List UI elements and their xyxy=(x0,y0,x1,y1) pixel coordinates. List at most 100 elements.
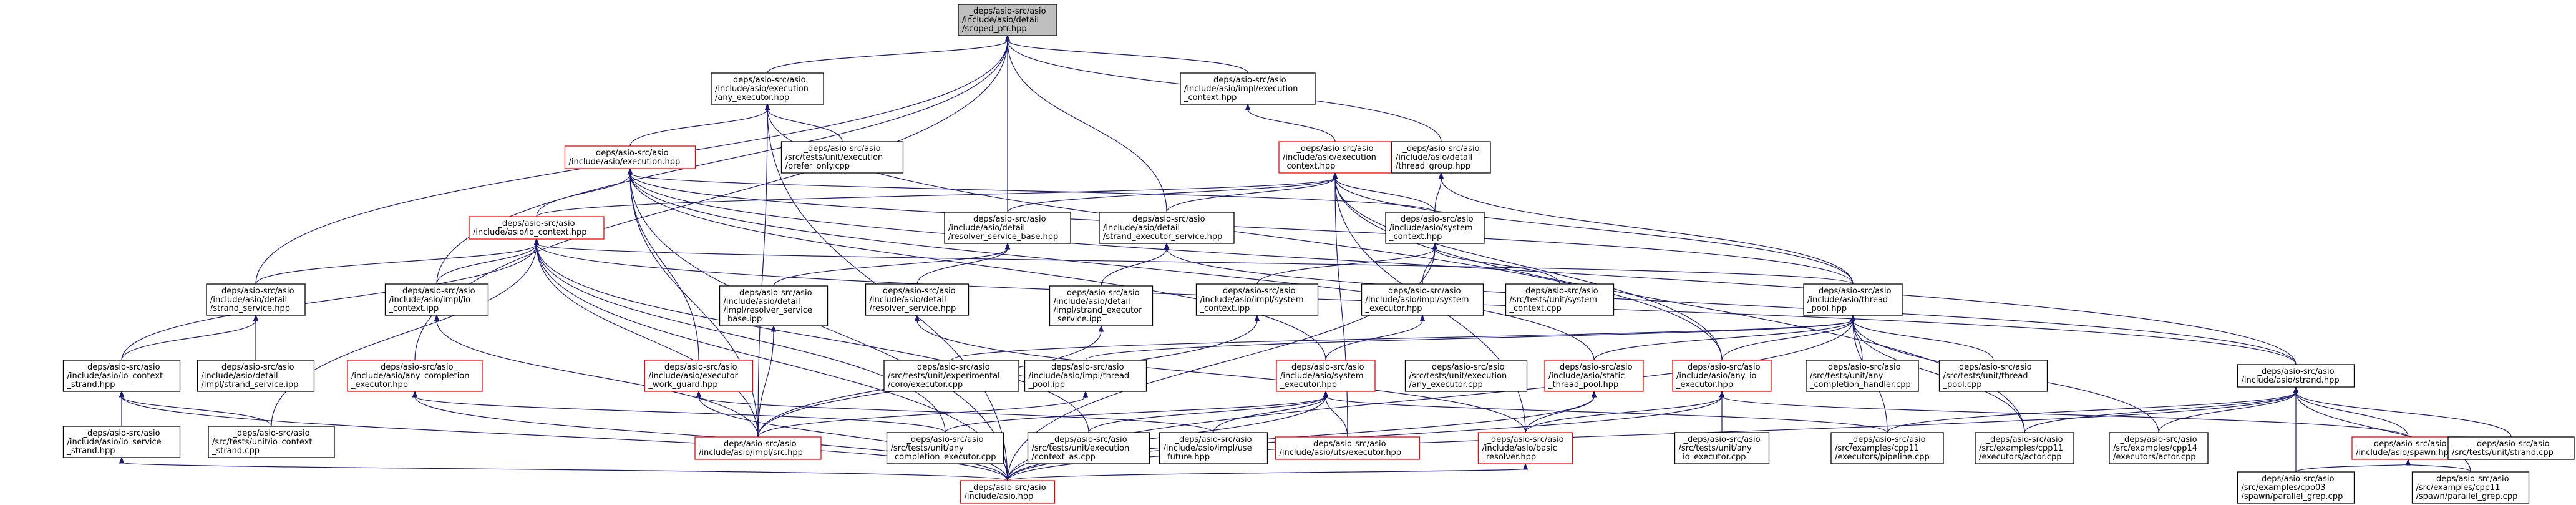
node-ex-pipeline[interactable]: _deps/asio-src/asio/src/examples/cpp11/e… xyxy=(1830,432,1944,464)
node-label-line: _pool.cpp xyxy=(1943,380,1982,390)
node-label-line: /include/asio/uts/executor.hpp xyxy=(1280,448,1402,458)
node-exec-ctx-impl[interactable]: _deps/asio-src/asio/include/asio/impl/ex… xyxy=(1180,72,1316,105)
node-box xyxy=(62,426,181,458)
node-label-line: /include/asio/detail xyxy=(1396,153,1472,162)
node-box xyxy=(2109,432,2209,464)
node-asio-hpp[interactable]: _deps/asio-src/asio/include/asio.hpp xyxy=(960,480,1056,504)
node-label-line: _deps/asio-src/asio xyxy=(803,144,880,154)
node-label-line: /include/asio/static xyxy=(1548,371,1625,381)
node-label-line: _deps/asio-src/asio xyxy=(1174,435,1252,444)
node-label-line: _deps/asio-src/asio xyxy=(734,288,812,298)
node-impl-strand-service[interactable]: _deps/asio-src/asio/include/asio/detail/… xyxy=(197,360,315,392)
node-box xyxy=(644,360,754,392)
node-label-line: /src/examples/cpp14 xyxy=(2113,444,2197,453)
edge-execution-to-static-thread-pool xyxy=(627,167,1595,361)
node-impl-io-context[interactable]: _deps/asio-src/asio/include/asio/impl/io… xyxy=(384,283,489,316)
node-any-executor[interactable]: _deps/asio-src/asio/include/asio/executi… xyxy=(711,72,824,105)
node-any-completion-executor[interactable]: _deps/asio-src/asio/include/asio/any_com… xyxy=(347,360,483,392)
node-resolver-service[interactable]: _deps/asio-src/asio/include/asio/detail/… xyxy=(865,283,970,316)
node-label-line: /include/asio/detail xyxy=(210,295,287,305)
node-label-line: _deps/asio-src/asio xyxy=(1062,288,1139,298)
node-label-line: _deps/asio-src/asio xyxy=(968,7,1046,16)
node-box xyxy=(780,141,904,174)
node-impl-system-context[interactable]: _deps/asio-src/asio/include/asio/impl/sy… xyxy=(1195,283,1319,316)
node-label-line: _deps/asio-src/asio xyxy=(1520,287,1598,296)
edge-strand-executor-service-to-strand xyxy=(1164,242,2297,365)
node-io-context[interactable]: _deps/asio-src/asio/include/asio/io_cont… xyxy=(469,216,605,240)
node-execution[interactable]: _deps/asio-src/asio/include/asio/executi… xyxy=(564,145,696,169)
node-tests-any-io-executor[interactable]: _deps/asio-src/asio/src/tests/unit/any_i… xyxy=(1674,432,1770,464)
node-label-line: /include/asio/system xyxy=(1389,223,1473,233)
node-system-executor[interactable]: _deps/asio-src/asio/include/asio/system_… xyxy=(1276,360,1376,392)
node-ex-actor11[interactable]: _deps/asio-src/asio/src/examples/cpp11/e… xyxy=(1975,432,2074,464)
edge-any-io-executor-to-spawn xyxy=(1719,390,2409,438)
node-label-line: _deps/asio-src/asio xyxy=(2431,474,2509,484)
node-label-line: /include/asio/impl/system xyxy=(1200,295,1304,305)
edge-any-executor-to-execution xyxy=(629,103,770,147)
node-label-line: _deps/asio-src/asio xyxy=(1814,287,1891,296)
edge-thread-pool-to-static-thread-pool xyxy=(1593,314,1856,361)
node-strand-service[interactable]: _deps/asio-src/asio/include/asio/detail/… xyxy=(206,283,306,316)
node-io-context-strand[interactable]: _deps/asio-src/asio/include/asio/io_cont… xyxy=(62,360,181,392)
node-tests-io-context-strand[interactable]: _deps/asio-src/asio/src/tests/unit/io_co… xyxy=(208,426,335,458)
node-io-service-strand[interactable]: _deps/asio-src/asio/include/asio/io_serv… xyxy=(62,426,181,458)
node-label-line: /src/tests/unit/any xyxy=(891,444,965,453)
node-strand-executor-service[interactable]: _deps/asio-src/asio/include/asio/detail/… xyxy=(1099,212,1235,244)
node-tests-thread-pool[interactable]: _deps/asio-src/asio/src/tests/unit/threa… xyxy=(1938,360,2048,392)
node-label-line: /src/examples/cpp03 xyxy=(2242,483,2326,493)
node-ex-parallel-grep03[interactable]: _deps/asio-src/asio/src/examples/cpp03/s… xyxy=(2237,471,2355,504)
node-tests-system-context[interactable]: _deps/asio-src/asio/src/tests/unit/syste… xyxy=(1505,283,1615,316)
edge-execution-to-io-context xyxy=(536,167,633,217)
node-box xyxy=(1159,432,1268,464)
edge-impl-resolver-service-base-to-impl-src xyxy=(757,325,777,438)
node-thread-group[interactable]: _deps/asio-src/asio/include/asio/detail/… xyxy=(1391,141,1491,174)
node-spawn[interactable]: _deps/asio-src/asio/include/asio/spawn.h… xyxy=(2351,436,2465,460)
node-ex-actor14[interactable]: _deps/asio-src/asio/src/examples/cpp14/e… xyxy=(2109,432,2209,464)
node-thread-pool[interactable]: _deps/asio-src/asio/include/asio/thread_… xyxy=(1803,283,1903,316)
node-label-line: _deps/asio-src/asio xyxy=(82,363,160,372)
node-impl-system-executor[interactable]: _deps/asio-src/asio/include/asio/impl/sy… xyxy=(1361,283,1484,316)
node-tests-any-executor[interactable]: _deps/asio-src/asio/src/tests/unit/execu… xyxy=(1404,360,1528,392)
node-experimental-coro[interactable]: _deps/asio-src/asio/src/tests/unit/exper… xyxy=(883,360,1019,392)
node-label-line: _deps/asio-src/asio xyxy=(968,215,1046,224)
node-impl-resolver-service-base[interactable]: _deps/asio-src/asio/include/asio/detail/… xyxy=(719,285,829,326)
node-label-line: _base.ipp xyxy=(723,315,762,324)
node-exec-ctx[interactable]: _deps/asio-src/asio/include/asio/executi… xyxy=(1278,141,1392,174)
node-label-line: /context_as.cpp xyxy=(1032,453,1096,462)
edge-root-to-any-executor xyxy=(767,34,1011,74)
node-label-line: _context.ipp xyxy=(1200,304,1250,313)
node-tests-strand[interactable]: _deps/asio-src/asio/src/tests/unit/stran… xyxy=(2447,436,2575,460)
edge-system-executor-to-ex-pipeline xyxy=(1323,390,1888,433)
node-impl-thread-pool[interactable]: _deps/asio-src/asio/include/asio/impl/th… xyxy=(1024,360,1147,392)
node-box xyxy=(197,360,315,392)
node-ex-parallel-grep11[interactable]: _deps/asio-src/asio/src/examples/cpp11/s… xyxy=(2411,471,2530,504)
node-label-line: _deps/asio-src/asio xyxy=(216,287,294,296)
node-basic-resolver[interactable]: _deps/asio-src/asio/include/asio/basic_r… xyxy=(1477,432,1573,464)
node-system-context[interactable]: _deps/asio-src/asio/include/asio/system_… xyxy=(1385,212,1485,244)
node-label-line: /executors/actor.cpp xyxy=(2113,453,2195,462)
node-impl-strand-executor-service[interactable]: _deps/asio-src/asio/include/asio/detail/… xyxy=(1049,285,1154,326)
node-box xyxy=(1544,360,1644,392)
node-label-line: /coro/executor.cpp xyxy=(888,380,963,390)
edge-thread-pool-to-impl-thread-pool xyxy=(1085,314,1856,361)
node-strand[interactable]: _deps/asio-src/asio/include/asio/strand.… xyxy=(2237,364,2355,388)
node-tests-any-completion-executor[interactable]: _deps/asio-src/asio/src/tests/unit/any_c… xyxy=(886,432,1004,464)
node-impl-use-future[interactable]: _deps/asio-src/asio/include/asio/impl/us… xyxy=(1159,432,1268,464)
node-executor-work-guard[interactable]: _deps/asio-src/asio/include/asio/executo… xyxy=(644,360,754,392)
node-resolver-service-base[interactable]: _deps/asio-src/asio/include/asio/detail/… xyxy=(944,212,1071,244)
edge-io-service-strand-to-asio-hpp xyxy=(119,456,1008,481)
node-box xyxy=(2447,436,2575,460)
node-root[interactable]: _deps/asio-src/asio/include/asio/detail/… xyxy=(958,4,1057,36)
node-any-io-executor[interactable]: _deps/asio-src/asio/include/asio/any_io_… xyxy=(1672,360,1772,392)
edge-strand-to-spawn xyxy=(2293,386,2409,438)
node-prefer-only[interactable]: _deps/asio-src/asio/src/tests/unit/execu… xyxy=(780,141,904,174)
node-label-line: _strand.hpp xyxy=(67,380,115,390)
node-impl-src[interactable]: _deps/asio-src/asio/include/asio/impl/sr… xyxy=(694,436,822,460)
node-tests-context-as[interactable]: _deps/asio-src/asio/src/tests/unit/execu… xyxy=(1027,432,1150,464)
node-label-line: _context.hpp xyxy=(1282,162,1335,171)
node-uts-executor[interactable]: _deps/asio-src/asio/include/asio/uts/exe… xyxy=(1275,436,1421,460)
node-static-thread-pool[interactable]: _deps/asio-src/asio/include/asio/static_… xyxy=(1544,360,1644,392)
edge-io-context-to-impl-io-context xyxy=(436,238,540,285)
edge-any-executor-to-impl-src xyxy=(757,103,770,438)
node-tests-any-completion-handler[interactable]: _deps/asio-src/asio/src/tests/unit/any_c… xyxy=(1806,360,1919,392)
